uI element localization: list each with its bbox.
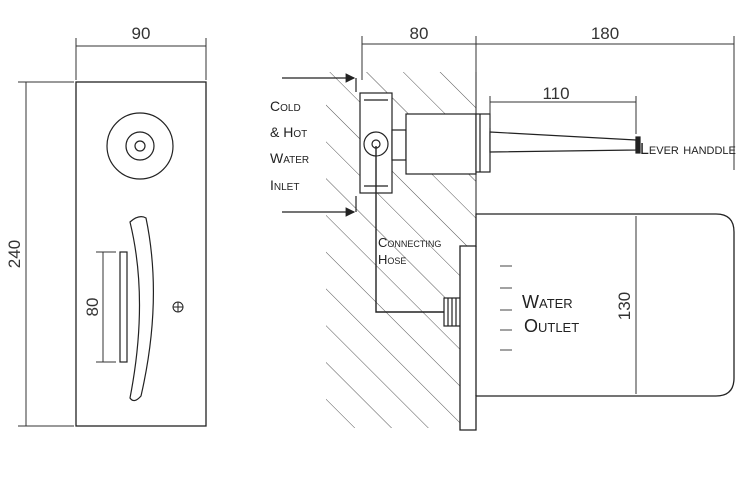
- inlet-label-line-1: Cold: [270, 98, 301, 114]
- curved-slot: [129, 216, 155, 402]
- screw-icon: [172, 301, 184, 313]
- slot-length-dimension: [96, 251, 116, 363]
- lever-handle: [489, 131, 641, 154]
- water-outlet-label-line-1: Water: [522, 292, 573, 312]
- inlet-label-line-3: Water: [270, 150, 309, 166]
- front-panel: [75, 81, 207, 427]
- water-outlet-label-line-2: Outlet: [524, 316, 579, 336]
- handle-length-dimension: [489, 96, 637, 134]
- panel-height-dimension: [18, 81, 74, 427]
- inlet-pipes: [282, 73, 357, 217]
- inlet-label-line-4: Inlet: [270, 177, 299, 193]
- spout-height-value: 130: [615, 292, 634, 320]
- total-projection-value: 180: [591, 24, 619, 43]
- connecting-hose: [375, 146, 444, 313]
- panel-width-value: 90: [132, 24, 151, 43]
- slot-length-value: 80: [83, 298, 102, 317]
- cartridge-housing: [405, 113, 491, 175]
- knob-icon: [106, 112, 174, 180]
- panel-width-dimension: [75, 38, 207, 80]
- front-view: 90 240 80: [5, 24, 207, 427]
- wall-depth-value: 80: [410, 24, 429, 43]
- connecting-hose-label-line-1: Connecting: [378, 235, 441, 250]
- spout-box: [459, 213, 735, 431]
- handle-length-value: 110: [542, 84, 569, 103]
- connecting-hose-label-line-2: Hose: [378, 252, 406, 267]
- spout-ticks: [500, 265, 512, 351]
- panel-height-value: 240: [5, 240, 24, 268]
- lever-handle-label: Lever handdle: [640, 141, 736, 158]
- inlet-label: Cold & Hot Water Inlet: [270, 98, 309, 193]
- inlet-label-line-2: & Hot: [270, 124, 307, 140]
- outlet-slot: [119, 251, 128, 363]
- hose-connector: [443, 297, 465, 327]
- side-view: 80 180 Cold & Hot Water Inlet: [270, 24, 736, 431]
